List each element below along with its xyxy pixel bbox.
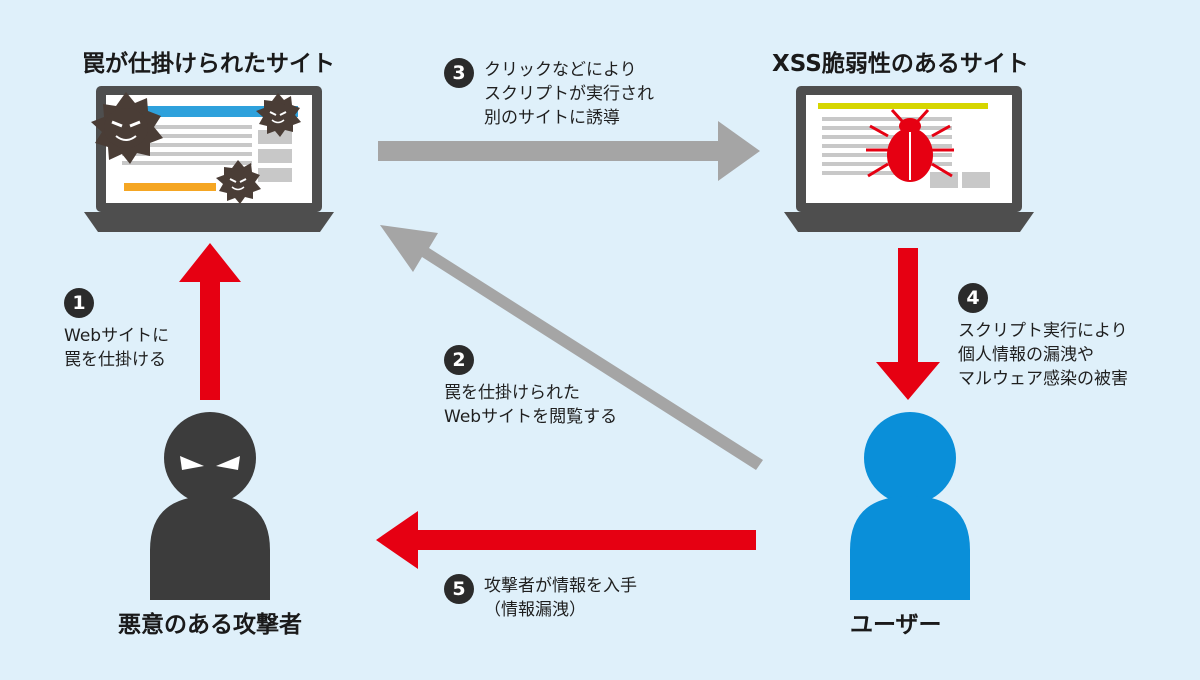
attacker-icon <box>150 412 270 600</box>
step-2: 2 罠を仕掛けられた Webサイトを閲覧する <box>444 345 617 429</box>
gray-arrow-step3 <box>378 121 760 181</box>
step-3-line-2: スクリプトが実行され <box>484 84 654 104</box>
step-4-line-1: スクリプト実行により <box>958 321 1128 341</box>
bug-icon <box>866 108 954 178</box>
xss-site-title: XSS脆弱性のあるサイト <box>772 51 1029 77</box>
malware-icon <box>256 93 301 137</box>
step-4-number: 4 <box>958 283 988 313</box>
red-arrow-step5 <box>376 511 756 569</box>
step-2-line-2: Webサイトを閲覧する <box>444 407 618 427</box>
step-5-line-2: （情報漏洩） <box>484 600 586 620</box>
step-2-line-1: 罠を仕掛けられた <box>444 383 580 403</box>
step-3: 3 クリックなどにより スクリプトが実行され 別のサイトに誘導 <box>444 58 654 130</box>
step-5-line-1: 攻撃者が情報を入手 <box>484 576 637 596</box>
red-arrow-step4 <box>876 248 940 400</box>
step-3-line-3: 別のサイトに誘導 <box>484 108 620 128</box>
step-4-line-2: 個人情報の漏洩や <box>958 345 1094 365</box>
step-2-number: 2 <box>444 345 474 375</box>
malware-icon <box>216 160 261 204</box>
malware-icon <box>91 92 163 164</box>
step-4-line-3: マルウェア感染の被害 <box>958 369 1128 389</box>
gray-arrow-step2 <box>380 225 763 470</box>
step-5-number: 5 <box>444 574 474 604</box>
step-1-line-1: Webサイトに <box>64 326 170 346</box>
step-5: 5 攻撃者が情報を入手 （情報漏洩） <box>444 574 637 622</box>
step-1-number: 1 <box>64 288 94 318</box>
step-1: 1 Webサイトに 罠を仕掛ける <box>64 288 169 372</box>
red-arrow-step1 <box>179 243 241 400</box>
user-title: ユーザー <box>850 612 942 638</box>
step-3-number: 3 <box>444 58 474 88</box>
trap-site-title: 罠が仕掛けられたサイト <box>82 51 335 77</box>
step-4: 4 スクリプト実行により 個人情報の漏洩や マルウェア感染の被害 <box>958 283 1128 391</box>
step-1-line-2: 罠を仕掛ける <box>64 350 166 370</box>
attacker-title: 悪意のある攻撃者 <box>118 612 302 638</box>
user-icon <box>850 412 970 600</box>
step-3-line-1: クリックなどにより <box>484 60 637 80</box>
